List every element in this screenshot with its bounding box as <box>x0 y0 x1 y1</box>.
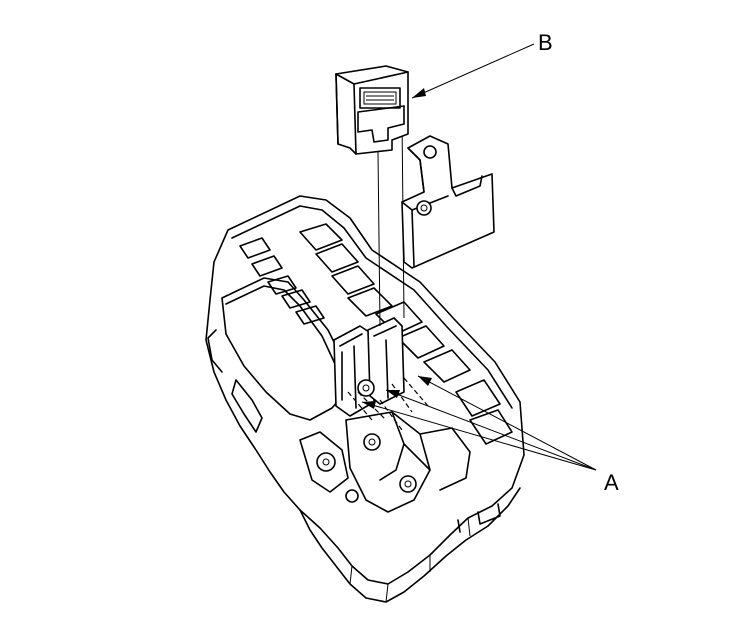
cover-b <box>335 65 409 155</box>
callout-label-b: B <box>538 30 553 55</box>
bracket <box>401 135 495 269</box>
callout-a-leaders <box>361 375 597 471</box>
fuse-box <box>205 195 525 603</box>
callout-label-a: A <box>604 470 619 495</box>
callout-b-leader <box>411 43 535 99</box>
